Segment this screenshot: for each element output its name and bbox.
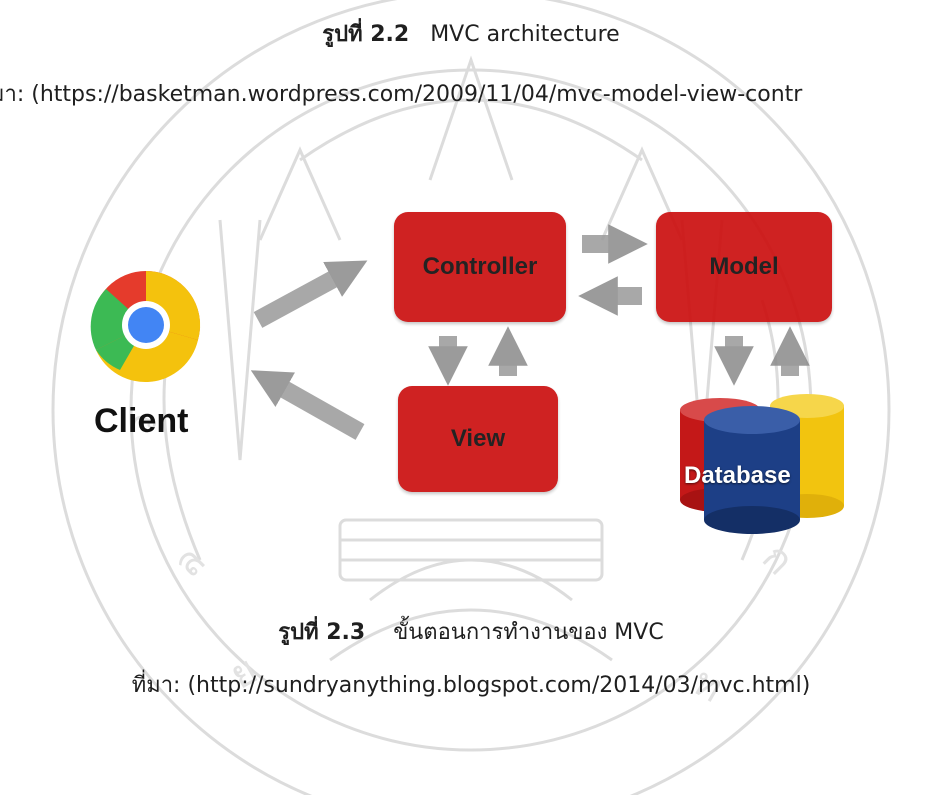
figure-2-2-title: MVC architecture <box>430 22 620 47</box>
model-box: Model <box>656 212 832 322</box>
figure-2-2-source: มา: (https://basketman.wordpress.com/200… <box>0 82 803 107</box>
figure-2-3-title: ขั้นตอนการทำงานของ MVC <box>393 620 664 645</box>
figure-2-3-caption: รูปที่ 2.3 ขั้นตอนการทำงานของ MVC <box>0 614 942 649</box>
arrow-icon <box>250 370 365 440</box>
figure-2-3-number: รูปที่ 2.3 <box>278 620 366 645</box>
figure-2-2-number: รูปที่ 2.2 <box>322 22 410 47</box>
figure-2-3-source: ที่มา: (http://sundryanything.blogspot.c… <box>131 673 811 698</box>
model-label: Model <box>709 253 779 280</box>
database-cylinders-icon <box>680 394 844 534</box>
figure-2-2-caption: รูปที่ 2.2 MVC architecture <box>0 16 942 51</box>
controller-box: Controller <box>394 212 566 322</box>
view-label: View <box>450 425 506 452</box>
view-box: View <box>398 386 558 492</box>
chrome-browser-icon <box>90 270 201 383</box>
arrow-icon <box>253 260 368 328</box>
controller-label: Controller <box>422 253 538 280</box>
client-label: Client <box>94 402 189 440</box>
database-label: Database <box>684 462 791 489</box>
